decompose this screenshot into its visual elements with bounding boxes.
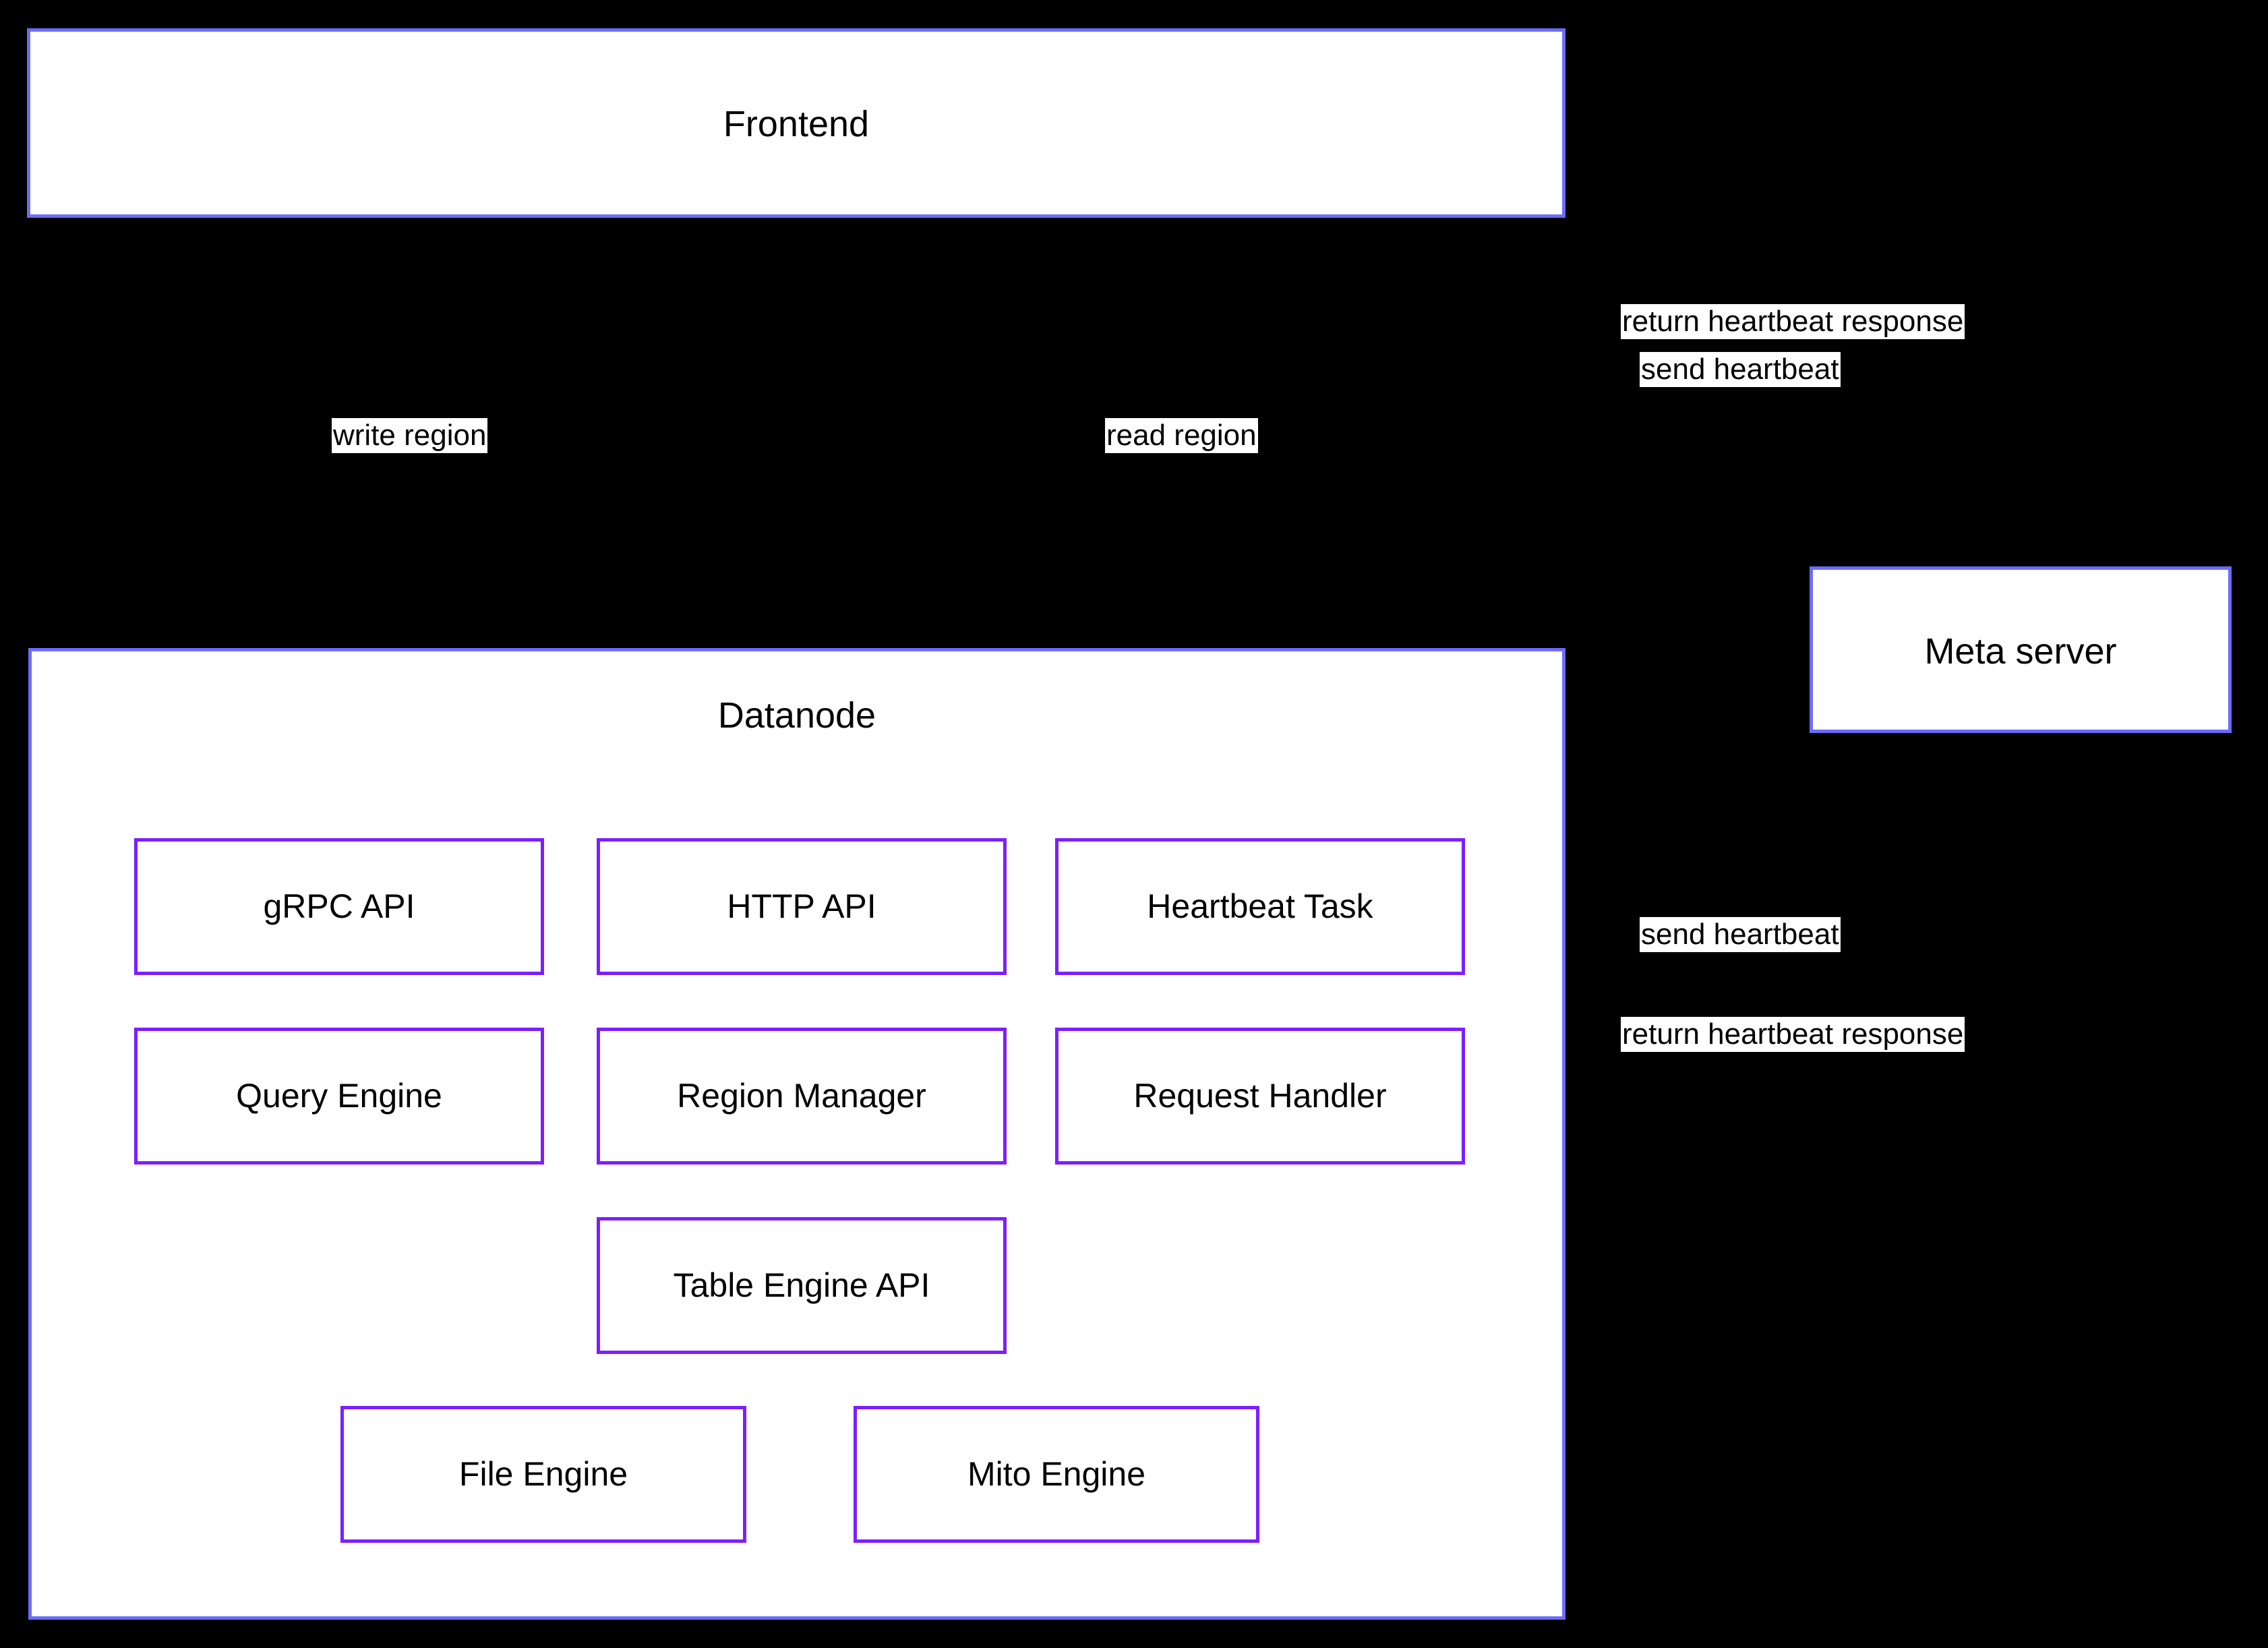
edge-label-write-region: write region — [332, 418, 488, 453]
arrowhead-meta-top-right — [1853, 554, 1868, 568]
meta-server-title: Meta server — [1924, 631, 2117, 672]
edge-label-datanode-return-heartbeat: return heartbeat response — [1621, 1017, 1965, 1052]
component-heartbeat-task[interactable]: Heartbeat Task — [1055, 838, 1465, 975]
component-grpc-api-label: gRPC API — [263, 887, 415, 925]
component-region-manager[interactable]: Region Manager — [597, 1028, 1007, 1165]
meta-server-container[interactable]: Meta server — [1810, 566, 2232, 733]
frontend-title: Frontend — [723, 104, 870, 144]
edge-label-frontend-return-heartbeat: return heartbeat response — [1621, 304, 1965, 339]
component-table-engine-api-label: Table Engine API — [673, 1266, 930, 1304]
arrowhead-meta-bottom-right — [1853, 733, 1868, 746]
edge-label-frontend-send-heartbeat: send heartbeat — [1640, 352, 1841, 387]
component-http-api-label: HTTP API — [727, 887, 876, 925]
component-query-engine[interactable]: Query Engine — [134, 1028, 544, 1165]
edge-label-read-region: read region — [1105, 418, 1258, 453]
component-table-engine-api[interactable]: Table Engine API — [597, 1217, 1007, 1354]
component-request-handler[interactable]: Request Handler — [1055, 1028, 1465, 1165]
component-http-api[interactable]: HTTP API — [597, 838, 1007, 975]
datanode-title: Datanode — [717, 695, 876, 736]
datanode-container[interactable]: Datanode gRPC API HTTP API Heartbeat Tas… — [28, 648, 1565, 1620]
frontend-container[interactable]: Frontend — [27, 28, 1565, 218]
component-query-engine-label: Query Engine — [236, 1077, 442, 1115]
arrowhead-datanode-right-response — [1563, 1307, 1576, 1322]
component-request-handler-label: Request Handler — [1133, 1077, 1387, 1115]
arrowhead-meta-bottom-left — [1813, 733, 1828, 746]
component-grpc-api[interactable]: gRPC API — [134, 838, 544, 975]
component-file-engine-label: File Engine — [458, 1455, 628, 1493]
component-mito-engine[interactable]: Mito Engine — [854, 1406, 1259, 1543]
component-heartbeat-task-label: Heartbeat Task — [1147, 887, 1373, 925]
arrowhead-datanode-right-heartbeat — [1563, 929, 1576, 944]
arrowhead-meta-top-left — [1813, 554, 1828, 568]
edge-label-datanode-send-heartbeat: send heartbeat — [1640, 917, 1841, 952]
arrowhead-frontend-right-response — [1563, 127, 1576, 142]
component-region-manager-label: Region Manager — [677, 1077, 926, 1115]
component-mito-engine-label: Mito Engine — [967, 1455, 1146, 1493]
component-file-engine[interactable]: File Engine — [340, 1406, 746, 1543]
